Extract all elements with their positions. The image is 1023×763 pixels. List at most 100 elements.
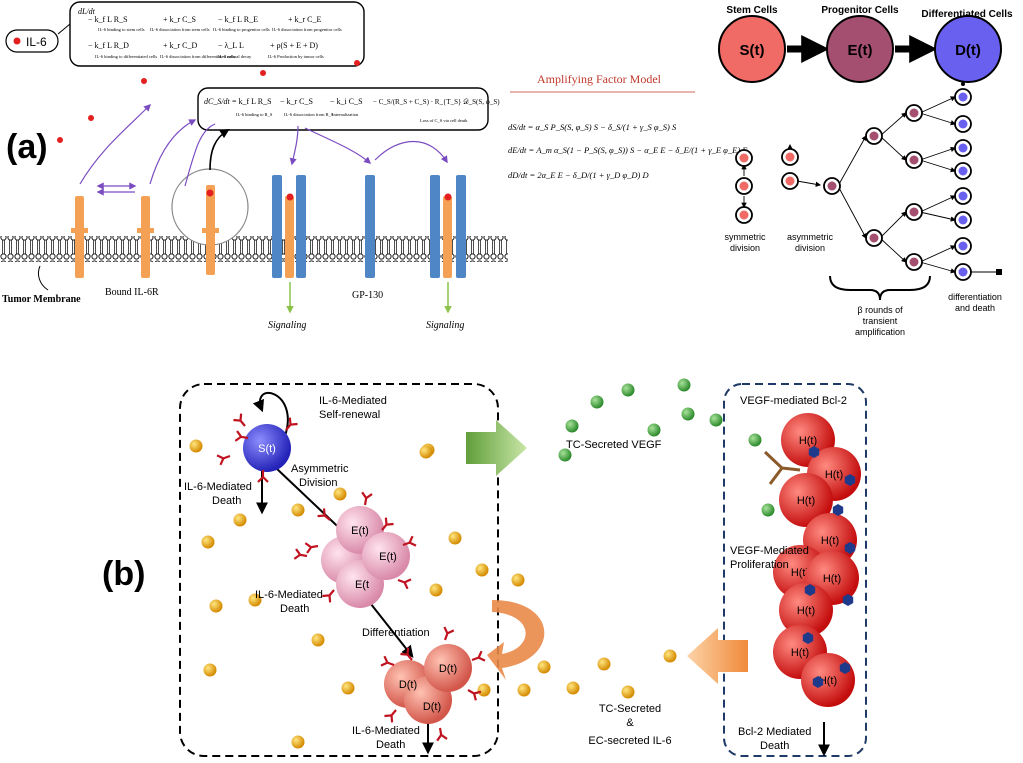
il6-secretion-label: EC-secreted IL-6 (588, 735, 671, 747)
eq1-note: IL-6 binding to stem cells (98, 27, 145, 32)
bound-il6-receptor (443, 196, 452, 278)
progenitor-node-core (869, 233, 879, 243)
tree-edge (919, 195, 956, 213)
dot-icon (961, 82, 965, 86)
vegf-transport-arrow (466, 420, 527, 476)
amp-title: Amplifying Factor Model (537, 72, 662, 86)
differentiated-node-core (958, 215, 968, 225)
eq2-term: = k_f L R_S (232, 97, 272, 106)
signaling-label: Signaling (426, 320, 464, 331)
differentiated-node-core (958, 191, 968, 201)
eq1-term: − k_f L R_E (218, 15, 258, 24)
bcl2-death-label: Death (760, 740, 789, 752)
il6-legend-label: IL-6 (26, 35, 47, 49)
tree-edge (919, 211, 957, 222)
gp130-receptor (272, 175, 282, 278)
eq2-note: IL-6 binding to R_S (236, 112, 273, 117)
bound-il6-receptor (285, 196, 294, 278)
bcl2-molecule-icon (808, 446, 820, 458)
bcl2-molecule-icon (842, 594, 854, 606)
vegf-molecule (558, 448, 572, 462)
il6-molecule (248, 593, 262, 607)
tumor-compartment (179, 383, 499, 757)
vegf-label: TC-Secreted VEGF (566, 439, 662, 451)
stem-node-core (739, 153, 749, 163)
eq2-lhs: dC_S/dt (204, 97, 231, 106)
il6-molecule (448, 531, 462, 545)
eq2-term: − k_r C_S (280, 97, 313, 106)
panel-b: (b) S(t) E(t) E(t) E(t D(t) D(t) D(t) (102, 378, 867, 757)
il6-molecule (260, 70, 266, 76)
cell-hierarchy: Stem Cells Progenitor Cells Differentiat… (718, 5, 1013, 83)
il6-death-label: IL-6-Mediated (352, 725, 420, 737)
eq1-note: IL-6 natural decay (218, 54, 252, 59)
progenitor-node-core (909, 207, 919, 217)
il6-receptor (75, 196, 84, 278)
endothelial-cell (779, 583, 833, 637)
death-marker-icon (996, 269, 1002, 275)
differentiated-cell (424, 644, 472, 692)
endothelial-cells: H(t)H(t)H(t)H(t)H(t)H(t)H(t)H(t)H(t) (773, 413, 861, 707)
progenitor-node-core (909, 155, 919, 165)
eq1-note: IL-6 binding to progenitor cells (213, 27, 270, 32)
symmetric-label: symmetric (725, 232, 766, 242)
il6-receptor-icon (234, 430, 249, 442)
il6-receptor-icon (361, 491, 373, 506)
il6-death-label: Death (212, 495, 241, 507)
il6-receptor-icon (285, 417, 298, 431)
bcl2-molecule-icon (844, 542, 856, 554)
differentiated-node-core (958, 119, 968, 129)
tumor-membrane (0, 236, 508, 262)
il6-molecule (566, 681, 580, 695)
amp-equation: dD/dt = 2α_E E − δ_D/(1 + γ_D φ_D) D (508, 170, 649, 180)
bcl2-molecule-icon (839, 662, 851, 674)
il6-molecule (88, 115, 94, 121)
stem-node-core (739, 210, 749, 220)
stem-cell-label: S(t) (258, 443, 276, 455)
rounds-label: amplification (855, 327, 905, 337)
endothelial-cell-label: H(t) (791, 567, 809, 579)
vegf-molecule (761, 503, 775, 517)
differentiated-node-core (958, 143, 968, 153)
il6-receptor-icon (257, 470, 269, 483)
proliferation-label: Proliferation (730, 559, 789, 571)
eq1-term: − k_f L R_D (88, 41, 129, 50)
il6-molecule (354, 60, 360, 66)
self-renewal-label: Self-renewal (319, 409, 380, 421)
eq1-term: − λ_L L (218, 41, 244, 50)
eq1-term: + k_r C_D (163, 41, 198, 50)
il6-molecule (233, 513, 247, 527)
progenitor-cell-node (826, 15, 894, 83)
endothelial-cell-label: H(t) (797, 495, 815, 507)
il6-receptors-b (216, 413, 486, 742)
il6-receptor-icon (304, 542, 319, 554)
differentiated-cell-label: D(t) (399, 679, 417, 691)
tree-edge (919, 159, 957, 173)
complex-equation-box: dC_S/dt = k_f L R_S − k_r C_S − k_i C_S … (197, 87, 500, 131)
symmetric-label: division (730, 243, 760, 253)
amplifying-factor-model: Amplifying Factor Model dS/dt = α_S P_S(… (508, 72, 748, 180)
proliferation-label: VEGF-Mediated (730, 545, 809, 557)
il6-molecule (621, 685, 635, 699)
differentiated-node-label: D(t) (955, 42, 981, 59)
differentiation-label-b: Differentiation (362, 627, 430, 639)
bcl2-label: VEGF-mediated Bcl-2 (740, 395, 847, 407)
stem-cell (243, 424, 291, 472)
stem-cells-label: Stem Cells (726, 5, 778, 16)
differentiation-label: differentiation (948, 292, 1002, 302)
division-tree (735, 82, 1002, 281)
stem-cell-node (718, 15, 786, 83)
differentiated-node-core (958, 267, 968, 277)
tree-edge (919, 146, 957, 161)
gp130-receptor (456, 175, 466, 278)
stem-node-core (739, 181, 749, 191)
tree-edge (919, 245, 956, 263)
il6-death-label: Death (376, 739, 405, 751)
il6-receptor-icon (443, 626, 455, 641)
progenitor-cell-label: E(t) (379, 551, 397, 563)
il6-death-label: Death (280, 603, 309, 615)
gp130-receptor (365, 175, 375, 278)
endothelial-cell-label: H(t) (821, 535, 839, 547)
il6-molecule (419, 445, 433, 459)
